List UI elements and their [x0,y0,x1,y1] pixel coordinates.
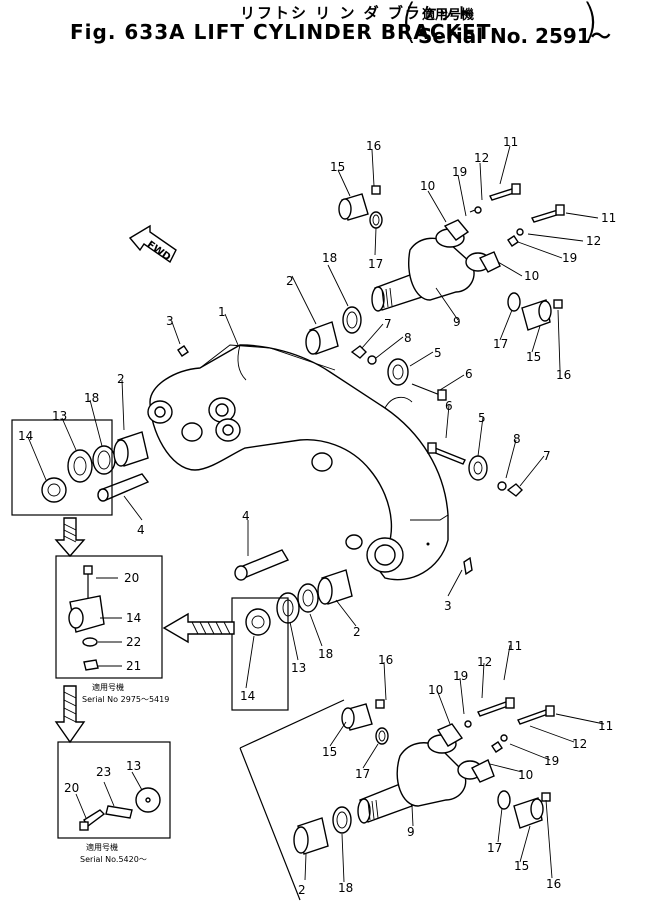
inset-b-applicable: 適用号機 [86,842,118,852]
callout-10d: 10 [518,768,533,782]
inset-b-part-20: 20 [64,781,79,795]
callout-19: 19 [452,165,467,179]
callout-11c: 11 [507,639,522,653]
callout-18: 18 [322,251,337,265]
callout-17b: 17 [493,337,508,351]
title-japanese: リフトシ リ ン ダ ブラケット [240,4,473,22]
applicable-label: 適用号機 [422,8,475,23]
figure-title: Fig. 633A LIFT CYLINDER BRACKET [70,20,492,44]
callout-13b: 13 [291,661,306,675]
callout-14: 14 [18,429,33,443]
inset-a-part-20: 20 [124,571,139,585]
callout-11b: 11 [601,211,616,225]
pin-assembly-upper [371,219,501,312]
serial-range: Serial No. 2591～ [418,24,611,48]
callout-6b: 6 [445,399,453,413]
inset-a-applicable: 適用号機 [92,682,124,692]
callout-15d: 15 [514,859,529,873]
callout-labels: 16 15 17 10 19 12 11 11 12 19 10 9 17 15… [18,135,616,897]
callout-9b: 9 [407,825,415,839]
callout-18e: 18 [338,881,353,895]
lift-cylinder-bracket [147,344,449,581]
callout-12b: 12 [586,234,601,248]
leader-lines [27,145,605,883]
callout-7: 7 [384,317,392,331]
callout-16: 16 [366,139,381,153]
inset-a: 20 14 22 21 適用号機 Serial No 2975～5419 [55,555,169,704]
callout-4: 4 [137,523,145,537]
callout-14b: 14 [240,689,255,703]
left-paren: ( [400,0,418,48]
callout-3: 3 [166,314,174,328]
hatched-arrows [54,517,235,744]
lower-hardware [239,697,555,901]
inset-a-part-22: 22 [126,635,141,649]
left-pin-group [11,419,150,516]
pin-assembly-lower [357,723,495,824]
right-hardware [177,345,523,576]
callout-5b: 5 [478,411,486,425]
callout-2c: 2 [117,372,125,386]
callout-9: 9 [453,315,461,329]
upper-hardware [305,183,565,401]
inset-a-part-14: 14 [126,611,141,625]
callout-16b: 16 [556,368,571,382]
callout-10: 10 [420,179,435,193]
callout-17d: 17 [487,841,502,855]
callout-10c: 10 [428,683,443,697]
right-paren: ) [581,0,599,48]
inset-b-part-23: 23 [96,765,111,779]
callout-16d: 16 [546,877,561,891]
callout-19d: 19 [544,754,559,768]
callout-11d: 11 [598,719,613,733]
callout-12: 12 [474,151,489,165]
callout-18d: 18 [318,647,333,661]
callout-2: 2 [286,274,294,288]
callout-7b: 7 [543,449,551,463]
callout-10b: 10 [524,269,539,283]
lower-pin-group [231,549,353,711]
inset-a-part-21: 21 [126,659,141,673]
fwd-arrow-icon: FWD [128,224,177,263]
callout-12c: 12 [477,655,492,669]
callout-13: 13 [52,409,67,423]
callout-1: 1 [218,305,226,319]
callout-4b: 4 [242,509,250,523]
callout-19c: 19 [453,669,468,683]
inset-b-serial: Serial No.5420～ [80,855,147,864]
callout-5: 5 [434,346,442,360]
callout-16c: 16 [378,653,393,667]
callout-15c: 15 [322,745,337,759]
callout-2d: 2 [353,625,361,639]
callout-6: 6 [465,367,473,381]
callout-8: 8 [404,331,412,345]
inset-b: 13 23 20 適用号機 Serial No.5420～ [57,741,171,864]
inset-a-serial: Serial No 2975～5419 [82,695,169,704]
callout-15: 15 [330,160,345,174]
callout-19b: 19 [562,251,577,265]
callout-18c: 18 [84,391,99,405]
inset-b-part-13: 13 [126,759,141,773]
callout-3b: 3 [444,599,452,613]
callout-8b: 8 [513,432,521,446]
callout-17: 17 [368,257,383,271]
callout-11: 11 [503,135,518,149]
callout-12d: 12 [572,737,587,751]
callout-15b: 15 [526,350,541,364]
callout-17c: 17 [355,767,370,781]
figure-header: リフトシ リ ン ダ ブラケット Fig. 633A LIFT CYLINDER… [70,0,630,48]
callout-2e: 2 [298,883,306,897]
serial-bracket: ( 適用号機 Serial No. 2591～ ) [400,0,611,48]
